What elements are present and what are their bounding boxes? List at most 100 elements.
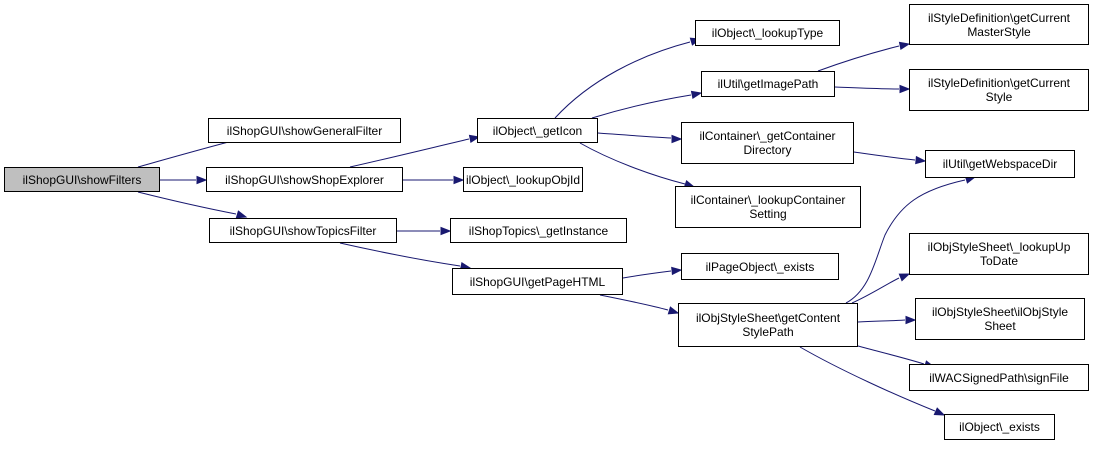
edge-line <box>857 345 925 365</box>
edge-geticon-containersetting <box>579 142 696 189</box>
node-ilshopgui-showtopicsfilter[interactable]: ilShopGUI\showTopicsFilter <box>209 218 397 243</box>
arrowhead-icon <box>453 175 465 185</box>
node-label-line: ilStyleDefinition\getCurrent <box>927 10 1071 25</box>
arrowhead-icon <box>690 90 703 100</box>
node-ilstyledefinition-getcurrentstyle[interactable]: ilStyleDefinition\getCurrent Style <box>909 69 1089 111</box>
edge-getimagepath-currentstyle <box>834 84 911 94</box>
edge-showfilters-showshopexplorer <box>160 175 208 185</box>
node-label-line: ilShopGUI\showTopicsFilter <box>229 223 377 238</box>
node-label-line: ilStyleDefinition\getCurrent <box>927 76 1071 90</box>
node-label-line: ilContainer\_getContainer <box>699 129 836 143</box>
node-label-line: ToDate <box>979 254 1019 268</box>
node-ilobject-lookupobjid[interactable]: ilObject\_lookupObjId <box>463 167 583 192</box>
node-ilobject-exists[interactable]: ilObject\_exists <box>944 414 1055 440</box>
node-ilobject-lookuptype[interactable]: ilObject\_lookupType <box>695 20 840 46</box>
node-label-line: ilObject\_getIcon <box>492 123 583 138</box>
node-label-line: ilShopGUI\showFilters <box>22 172 142 187</box>
edge-line <box>845 179 966 304</box>
arrowhead-icon <box>468 134 481 144</box>
edge-line <box>853 151 916 161</box>
node-label-line: ilShopGUI\showGeneralFilter <box>226 123 383 138</box>
node-label-line: Directory <box>743 143 792 157</box>
node-ilobjstylesheet-lookupuptodate[interactable]: ilObjStyleSheet\_lookupUp ToDate <box>909 233 1089 275</box>
edge-line <box>579 142 686 185</box>
edge-showfilters-showtopicsfilter <box>137 191 248 219</box>
node-label-line: MasterStyle <box>967 24 1031 39</box>
arrowhead-icon <box>933 407 946 416</box>
node-ilutil-getimagepath[interactable]: ilUtil\getImagePath <box>701 71 835 97</box>
edge-line <box>622 270 672 279</box>
edge-line <box>817 45 900 72</box>
node-label-line: Sheet <box>984 319 1016 333</box>
node-label-line: Setting <box>749 207 787 221</box>
edge-line <box>137 191 237 215</box>
edge-contentstylepath-objstylesheet <box>857 315 917 325</box>
node-label-line: ilObjStyleSheet\ilObjStyle <box>931 305 1069 319</box>
arrowhead-icon <box>898 41 911 51</box>
node-label-line: ilUtil\getWebspaceDir <box>942 157 1058 171</box>
node-ilshopgui-showshopexplorer[interactable]: ilShopGUI\showShopExplorer <box>206 167 403 192</box>
edge-getimagepath-masterstyle <box>817 41 911 72</box>
edge-line <box>597 132 672 139</box>
edge-geticon-containerdirectory <box>597 132 683 144</box>
edge-geticon-getimagepath <box>591 90 703 119</box>
node-ilutil-getwebspacedir[interactable]: ilUtil\getWebspaceDir <box>925 150 1075 178</box>
edge-showtopicsfilter-shoptopics <box>397 226 452 236</box>
edge-line <box>137 138 241 168</box>
node-label-line: ilShopGUI\showShopExplorer <box>225 172 384 187</box>
edge-getpagehtml-pageobjectexists <box>622 266 683 279</box>
edge-line <box>799 346 936 412</box>
edge-showshopexplorer-lookupobjid <box>403 175 465 185</box>
edge-showtopicsfilter-getpagehtml <box>339 242 472 271</box>
node-label-line: ilPageObject\_exists <box>705 259 815 274</box>
node-label-line: ilShopTopics\_getInstance <box>468 223 609 238</box>
node-ilobjstylesheet-getcontentstylepath[interactable]: ilObjStyleSheet\getContent StylePath <box>678 303 858 347</box>
arrowhead-icon <box>915 155 927 165</box>
arrowhead-icon <box>905 315 917 325</box>
arrowhead-icon <box>671 266 683 276</box>
arrowhead-icon <box>667 306 680 315</box>
node-ilpageobject-exists[interactable]: ilPageObject\_exists <box>681 253 839 280</box>
node-label-line: ilObject\_exists <box>959 420 1040 434</box>
node-ilwacsignedpath-signfile[interactable]: ilWACSignedPath\signFile <box>909 364 1089 391</box>
edge-contentstylepath-lookupuptodate <box>851 273 911 304</box>
node-label-line: ilObjStyleSheet\getContent <box>695 311 841 325</box>
edge-getpagehtml-contentstylepath <box>599 294 680 315</box>
arrowhead-icon <box>196 175 208 185</box>
arrowhead-icon <box>899 84 911 94</box>
node-ilcontainer-lookupcontainersetting[interactable]: ilContainer\_lookupContainer Setting <box>675 186 861 228</box>
arrowhead-icon <box>235 210 248 219</box>
edge-line <box>599 294 669 311</box>
edge-containerdirectory-webspacedir <box>853 151 927 165</box>
edge-line <box>339 242 461 267</box>
node-ilcontainer-getcontainerdirectory[interactable]: ilContainer\_getContainer Directory <box>681 122 854 164</box>
node-label-line: Style <box>985 90 1013 104</box>
node-label-line: ilShopGUI\getPageHTML <box>469 274 606 289</box>
edge-geticon-lookuptype <box>554 37 702 119</box>
node-ilshopgui-showgeneralfilter[interactable]: ilShopGUI\showGeneralFilter <box>208 118 401 143</box>
node-label-line: ilObject\_lookupObjId <box>465 172 581 187</box>
arrowhead-icon <box>671 134 683 144</box>
node-label-line: ilUtil\getImagePath <box>717 77 819 91</box>
node-ilshopgui-getpagehtml[interactable]: ilShopGUI\getPageHTML <box>452 268 623 295</box>
node-ilobject-geticon[interactable]: ilObject\_getIcon <box>477 118 598 143</box>
edge-line <box>349 138 470 168</box>
node-label-line: StylePath <box>742 325 794 339</box>
edge-line <box>591 94 692 119</box>
node-label-line: ilObject\_lookupType <box>711 26 824 40</box>
edge-line <box>834 86 900 90</box>
edge-showshopexplorer-geticon <box>349 134 481 168</box>
node-label-line: ilContainer\_lookupContainer <box>690 193 846 207</box>
edge-line <box>857 319 906 323</box>
node-ilshopgui-showfilters: ilShopGUI\showFilters <box>4 167 160 192</box>
node-ilobjstylesheet-ilobjstylesheet[interactable]: ilObjStyleSheet\ilObjStyle Sheet <box>915 298 1085 340</box>
arrowhead-icon <box>898 273 911 282</box>
edge-line <box>851 277 900 304</box>
node-ilshoptopics-getinstance[interactable]: ilShopTopics\_getInstance <box>450 218 627 243</box>
node-label-line: ilWACSignedPath\signFile <box>929 370 1069 385</box>
node-ilstyledefinition-getcurrentmasterstyle[interactable]: ilStyleDefinition\getCurrent MasterStyle <box>909 4 1089 45</box>
edge-line <box>554 41 691 119</box>
node-label-line: ilObjStyleSheet\_lookupUp <box>927 240 1071 254</box>
